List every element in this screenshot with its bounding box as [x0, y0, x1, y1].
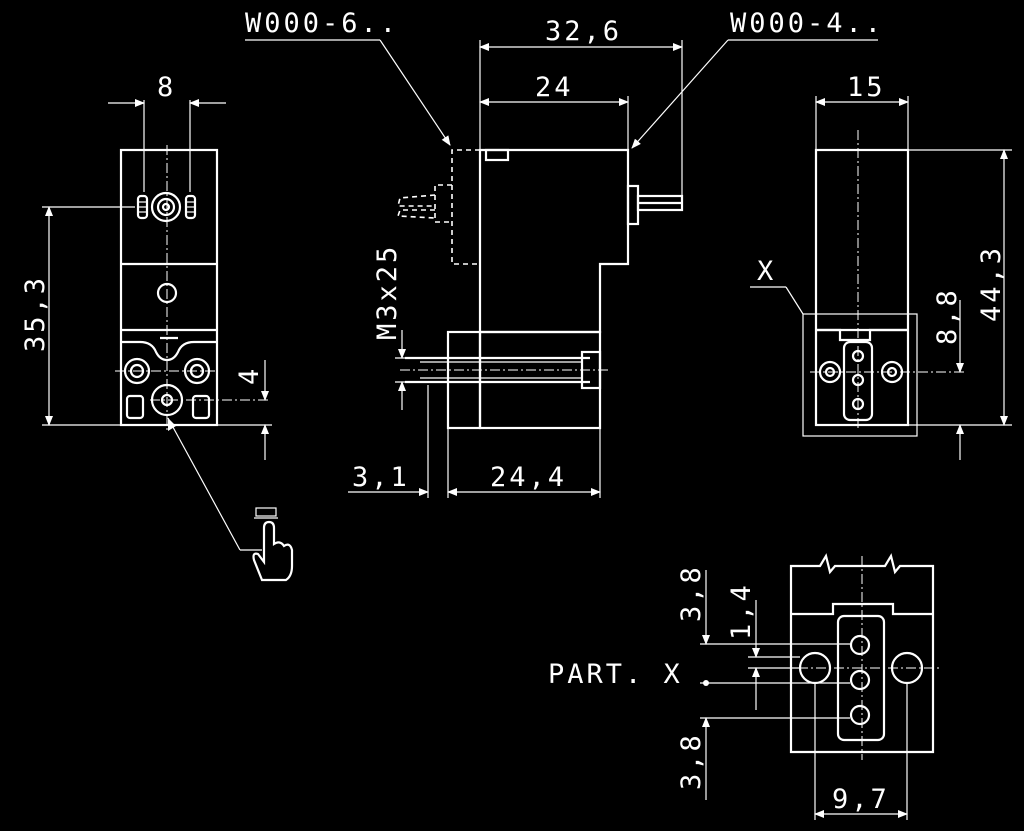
dimension-m3x25: M3x25 — [372, 244, 430, 410]
dimension-35-3: 35,3 — [20, 206, 135, 426]
dim-32-6-label: 32,6 — [545, 16, 622, 47]
dimension-3-1-24-4: 3,1 24,4 — [348, 385, 601, 498]
front-view — [115, 145, 270, 430]
dimension-8-8: 8,8 — [932, 287, 964, 460]
detail-x-view — [780, 553, 940, 760]
dim-4-label: 4 — [234, 366, 265, 385]
dim-3-8-top-label: 3,8 — [676, 564, 707, 622]
dim-8-label: 8 — [157, 72, 176, 103]
dim-8-8-label: 8,8 — [932, 287, 963, 345]
dim-3-8-bottom-label: 3,8 — [676, 732, 707, 790]
dim-3-1-label: 3,1 — [352, 462, 410, 493]
manual-override-hand-icon — [167, 417, 294, 582]
dimension-15: 15 — [815, 72, 909, 150]
dim-44-3-label: 44,3 — [976, 245, 1007, 322]
dimension-24: 24 — [479, 72, 629, 150]
right-view — [802, 130, 965, 437]
callout-w000-4-label: W000-4.. — [730, 8, 884, 39]
callout-w000-4: W000-4.. — [631, 8, 884, 149]
detail-x-dimensions: 3,8 1,4 3,8 PART. X 9,7 — [548, 564, 908, 820]
callout-w000-6: W000-6.. — [245, 8, 451, 146]
dim-35-3-label: 35,3 — [20, 275, 51, 352]
detail-part-x-label: PART. X — [548, 659, 683, 690]
dimension-8: 8 — [108, 72, 226, 192]
detail-x-label: X — [757, 256, 776, 287]
dim-15-label: 15 — [847, 72, 886, 103]
callout-w000-6-label: W000-6.. — [245, 8, 399, 39]
dimension-44-3: 44,3 — [908, 149, 1012, 426]
dimension-4: 4 — [217, 360, 272, 460]
dim-1-4-label: 1,4 — [726, 582, 757, 640]
dimension-32-6: 32,6 — [479, 16, 683, 196]
dim-24-label: 24 — [535, 72, 574, 103]
dim-9-7-label: 9,7 — [832, 784, 890, 815]
dim-24-4-label: 24,4 — [490, 462, 567, 493]
detail-x-callout: X — [750, 256, 804, 315]
side-view — [396, 148, 684, 430]
dim-m3x25-label: M3x25 — [372, 244, 403, 340]
